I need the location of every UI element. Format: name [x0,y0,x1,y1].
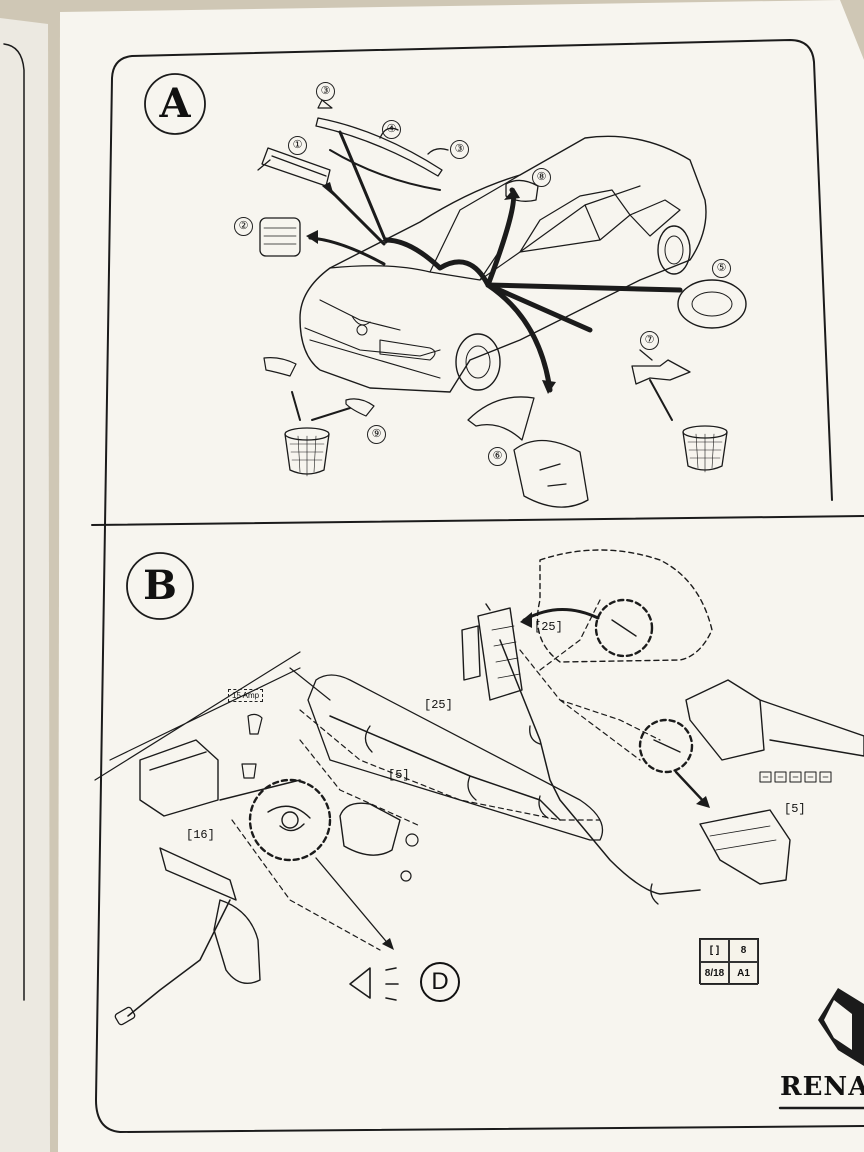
connector-tag-25-top: [25] [534,620,563,634]
reference-table: [ ] 8 8/18 A1 [699,938,759,985]
callout-2: ② [234,217,253,236]
label-b-circle [126,552,194,620]
left-page-frame [3,43,25,1001]
brand-text: RENA [780,1072,864,1102]
label-a-circle [144,73,206,135]
ref-cell-4: A1 [729,962,758,985]
callout-3b: ③ [450,140,469,159]
callout-1: ① [288,136,307,155]
section-b-label: B [143,562,177,609]
outer-frame [95,39,864,1133]
section-divider [91,515,864,526]
renault-logo [818,988,864,1066]
part-shapes [257,99,747,508]
car-outline [299,135,707,393]
connector-shapes [114,603,864,1026]
callout-arrows [315,608,710,950]
callout-5: ⑤ [712,259,731,278]
left-page-edge [0,18,50,1152]
callout-6: ⑥ [488,447,507,466]
ref-cell-1: [ ] [700,939,729,962]
fuse-label: 15 Amp [228,689,264,702]
callout-4: ④ [382,120,401,139]
connector-tag-5-mid: [5] [388,768,410,782]
part-arrows [291,130,683,421]
headlamp-d-symbol: D [420,962,460,1002]
ref-cell-2: 8 [729,939,758,962]
ref-cell-3: 8/18 [700,962,729,985]
callout-7: ⑦ [640,331,659,350]
dashboard-outline [94,549,713,951]
switch-symbols [759,771,832,783]
callout-8: ⑧ [532,168,551,187]
callout-3a: ③ [316,82,335,101]
parts-bin-left [284,427,330,477]
connector-tag-5-right: [5] [784,802,806,816]
parts-bin-right [682,425,728,473]
connector-tag-16: [16] [186,828,215,842]
headlamp-symbol [349,967,399,1001]
callout-9: ⑨ [367,425,386,444]
section-a-label: A [159,80,191,127]
detail-circles [248,598,694,862]
wiring-harness [127,599,701,1017]
connector-tag-25-left: [25] [424,698,453,712]
